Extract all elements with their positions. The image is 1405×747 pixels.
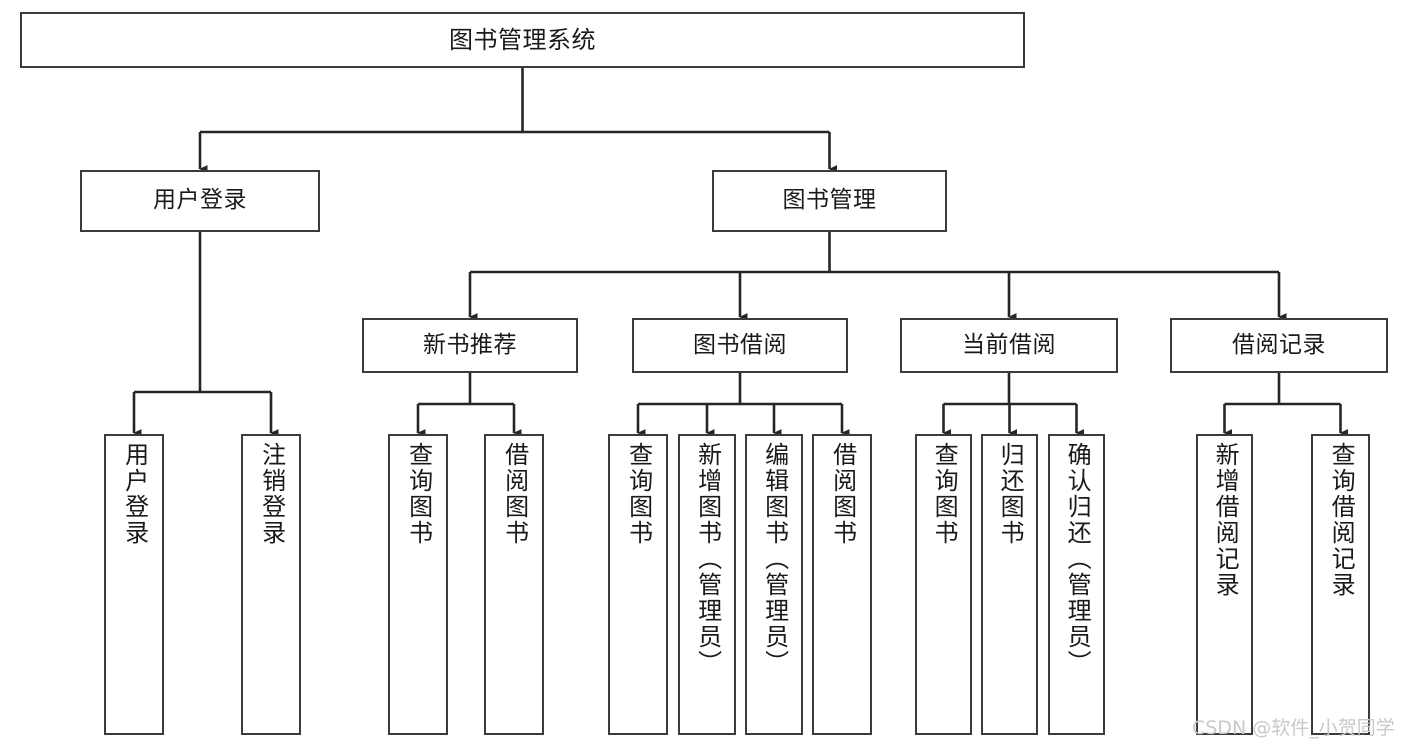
edge-paths: [132, 68, 1349, 437]
leaf-node-edit-book-admin[interactable]: 编辑图书（管理员）: [745, 434, 803, 735]
node-label: 图书管理系统: [449, 25, 596, 54]
node-label: 借阅记录: [1232, 331, 1326, 358]
node-label: 归还图书: [996, 442, 1025, 546]
node-book-borrowing[interactable]: 图书借阅: [632, 318, 848, 373]
leaf-node-confirm-return-admin[interactable]: 确认归还（管理员）: [1048, 434, 1105, 735]
node-label: 查询图书: [404, 442, 433, 546]
leaf-node-query-borrowing-record[interactable]: 查询借阅记录: [1311, 434, 1370, 735]
leaf-node-logout[interactable]: 注销登录: [241, 434, 301, 735]
node-label: 新增借阅记录: [1211, 442, 1240, 598]
node-label: 新书推荐: [423, 331, 517, 358]
node-label: 图书管理: [782, 187, 877, 214]
node-label: 新增图书（管理员）: [693, 442, 722, 676]
node-label: 借阅图书: [828, 442, 857, 546]
leaf-node-query-books-recommendation[interactable]: 查询图书: [388, 434, 448, 735]
node-label: 图书借阅: [693, 331, 787, 358]
node-book-management[interactable]: 图书管理: [712, 170, 947, 232]
leaf-node-add-borrowing-record[interactable]: 新增借阅记录: [1196, 434, 1253, 735]
node-label: 查询图书: [930, 442, 959, 546]
node-user-login[interactable]: 用户登录: [80, 170, 320, 232]
node-label: 查询借阅记录: [1327, 442, 1356, 598]
node-label: 注销登录: [257, 442, 286, 546]
node-current-borrowing[interactable]: 当前借阅: [900, 318, 1118, 373]
node-borrowing-records[interactable]: 借阅记录: [1170, 318, 1388, 373]
watermark-text: CSDN @软件_小贺同学: [1192, 717, 1395, 739]
node-label: 确认归还（管理员）: [1063, 442, 1092, 676]
leaf-node-borrow-books[interactable]: 借阅图书: [812, 434, 872, 735]
node-label: 查询图书: [624, 442, 653, 546]
node-new-book-recommendation[interactable]: 新书推荐: [362, 318, 578, 373]
node-label: 用户登录: [153, 187, 247, 214]
node-label: 用户登录: [120, 442, 149, 546]
node-root-book-management-system[interactable]: 图书管理系统: [20, 12, 1025, 68]
node-label: 借阅图书: [500, 442, 529, 546]
leaf-node-query-books-current[interactable]: 查询图书: [915, 434, 972, 735]
node-label: 当前借阅: [962, 331, 1056, 358]
leaf-node-user-login[interactable]: 用户登录: [104, 434, 164, 735]
node-label: 编辑图书（管理员）: [760, 442, 789, 676]
leaf-node-query-books-borrowing[interactable]: 查询图书: [608, 434, 668, 735]
leaf-node-add-book-admin[interactable]: 新增图书（管理员）: [678, 434, 736, 735]
leaf-node-borrow-books-recommendation[interactable]: 借阅图书: [484, 434, 544, 735]
leaf-node-return-books[interactable]: 归还图书: [981, 434, 1038, 735]
